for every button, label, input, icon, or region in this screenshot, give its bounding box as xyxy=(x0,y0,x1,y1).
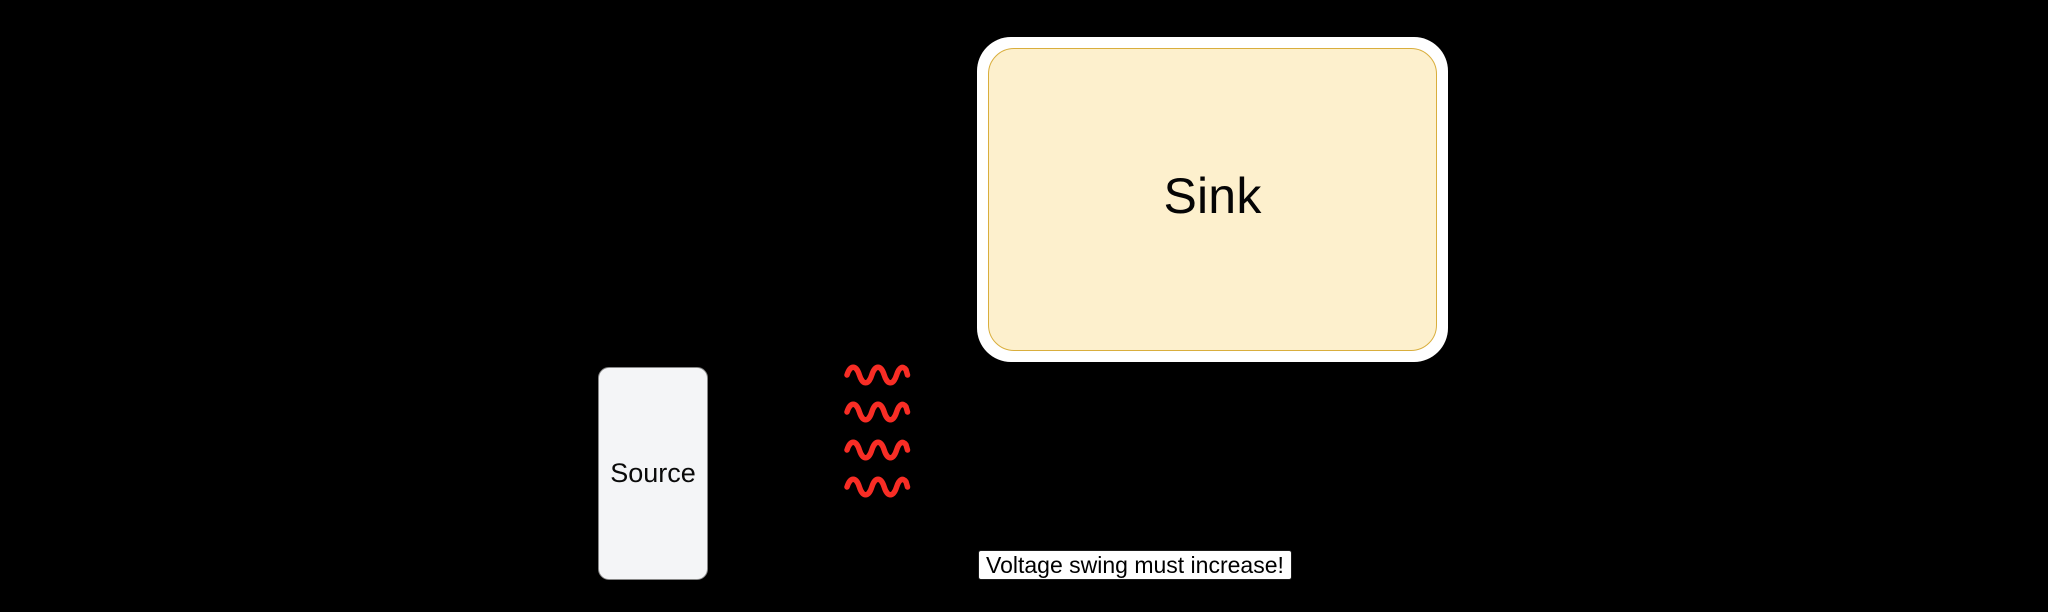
source-node[interactable]: Source xyxy=(598,367,708,580)
wave-line-3 xyxy=(844,439,911,461)
sink-node-body: Sink xyxy=(988,48,1437,351)
sink-node[interactable]: Sink xyxy=(977,37,1448,362)
wave-line-1 xyxy=(844,364,911,386)
wave-line-4 xyxy=(844,476,911,498)
sink-node-label: Sink xyxy=(1163,167,1262,224)
radiated-waves-icon xyxy=(844,364,911,498)
radiated-waves-group xyxy=(844,364,916,506)
annotation-callout[interactable]: Voltage swing must increase! xyxy=(978,550,1292,580)
wave-line-2 xyxy=(844,401,911,423)
annotation-callout-label: Voltage swing must increase! xyxy=(986,551,1284,578)
source-node-label: Source xyxy=(610,458,696,488)
